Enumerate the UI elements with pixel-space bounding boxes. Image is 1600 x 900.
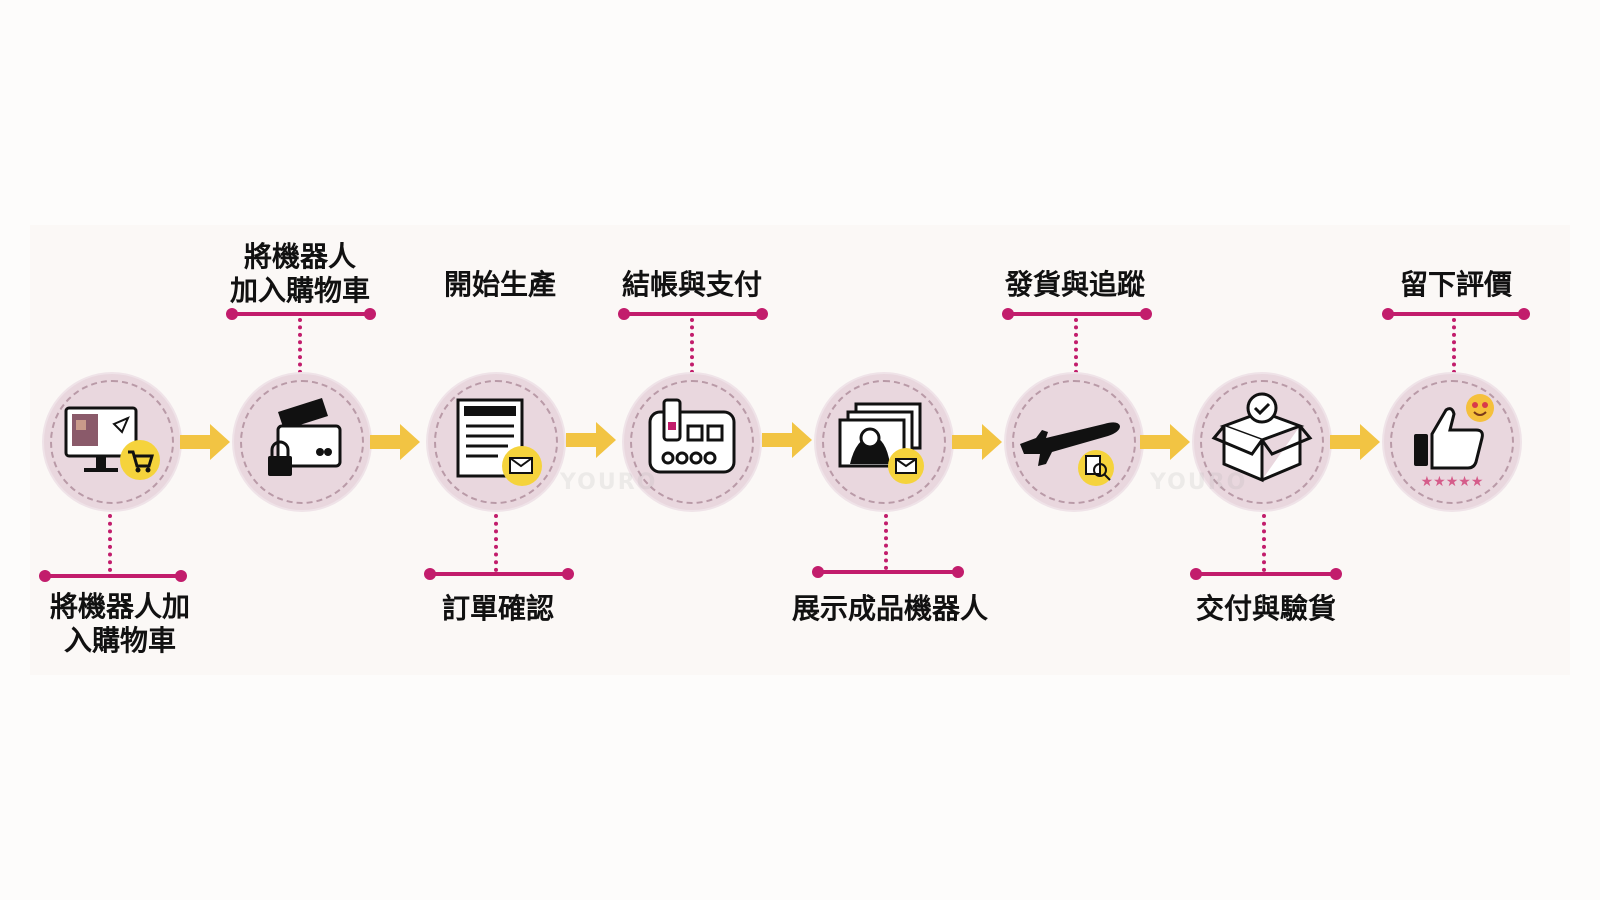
step-6-circle bbox=[1006, 374, 1142, 510]
step-5-circle bbox=[816, 374, 952, 510]
arrow-right-icon bbox=[762, 422, 812, 458]
arrow-right-icon bbox=[1140, 424, 1190, 460]
payment-card-lock-icon bbox=[268, 398, 342, 476]
step-7-label: 發貨與追蹤 bbox=[1004, 268, 1145, 301]
step-3-connector bbox=[494, 514, 498, 572]
step-8-label: 交付與驗貨 bbox=[1195, 592, 1336, 625]
step-9-bar bbox=[1382, 308, 1530, 320]
arrow-right-icon bbox=[370, 424, 420, 460]
step-5-bar bbox=[618, 308, 768, 320]
step-6-connector bbox=[884, 514, 888, 570]
arrow-right-icon bbox=[1330, 424, 1380, 460]
box-check-icon bbox=[1211, 392, 1313, 483]
step-5-label: 結帳與支付 bbox=[621, 268, 762, 301]
step-2-connector bbox=[298, 318, 302, 374]
svg-text:★★★★★: ★★★★★ bbox=[1421, 474, 1484, 490]
step-3-label: 訂單確認 bbox=[441, 592, 554, 625]
step-3-bar bbox=[424, 568, 574, 580]
order-document-mail-icon bbox=[456, 398, 542, 486]
payment-terminal-icon bbox=[648, 398, 736, 474]
step-7-connector bbox=[1074, 318, 1078, 374]
step-6-label: 展示成品機器人 bbox=[791, 592, 988, 625]
photo-gallery-mail-icon bbox=[838, 402, 924, 484]
step-2-label: 將機器人 加入購物車 bbox=[229, 240, 370, 307]
step-8-connector bbox=[1262, 514, 1266, 572]
step-7-bar bbox=[1002, 308, 1152, 320]
step-2-circle bbox=[234, 374, 370, 510]
step-1-label: 將機器人加 入購物車 bbox=[49, 590, 190, 657]
step-4-label: 開始生產 bbox=[443, 268, 556, 301]
step-8-circle: ★★★★★ bbox=[1384, 374, 1520, 510]
step-8-bar bbox=[1190, 568, 1342, 580]
step-3-circle bbox=[428, 374, 564, 510]
step-6-bar bbox=[812, 566, 964, 578]
step-1-bar bbox=[39, 570, 187, 582]
arrow-right-icon bbox=[566, 422, 616, 458]
thumbs-up-rating-icon: ★★★★★ bbox=[1414, 394, 1494, 490]
computer-cart-icon bbox=[64, 406, 160, 480]
step-4-circle bbox=[624, 374, 760, 510]
step-1-connector bbox=[108, 514, 112, 572]
arrow-right-icon bbox=[180, 424, 230, 460]
step-1-circle bbox=[44, 374, 180, 510]
watermark: YOURO bbox=[560, 470, 658, 495]
step-5-connector bbox=[690, 318, 694, 374]
watermark: YOURO bbox=[1150, 470, 1248, 495]
step-9-label: 留下評價 bbox=[1399, 268, 1512, 301]
step-2-bar bbox=[226, 308, 376, 320]
airplane-tracking-icon bbox=[1020, 422, 1120, 486]
arrow-right-icon bbox=[952, 424, 1002, 460]
step-9-connector bbox=[1452, 318, 1456, 374]
step-7-circle bbox=[1194, 374, 1330, 510]
